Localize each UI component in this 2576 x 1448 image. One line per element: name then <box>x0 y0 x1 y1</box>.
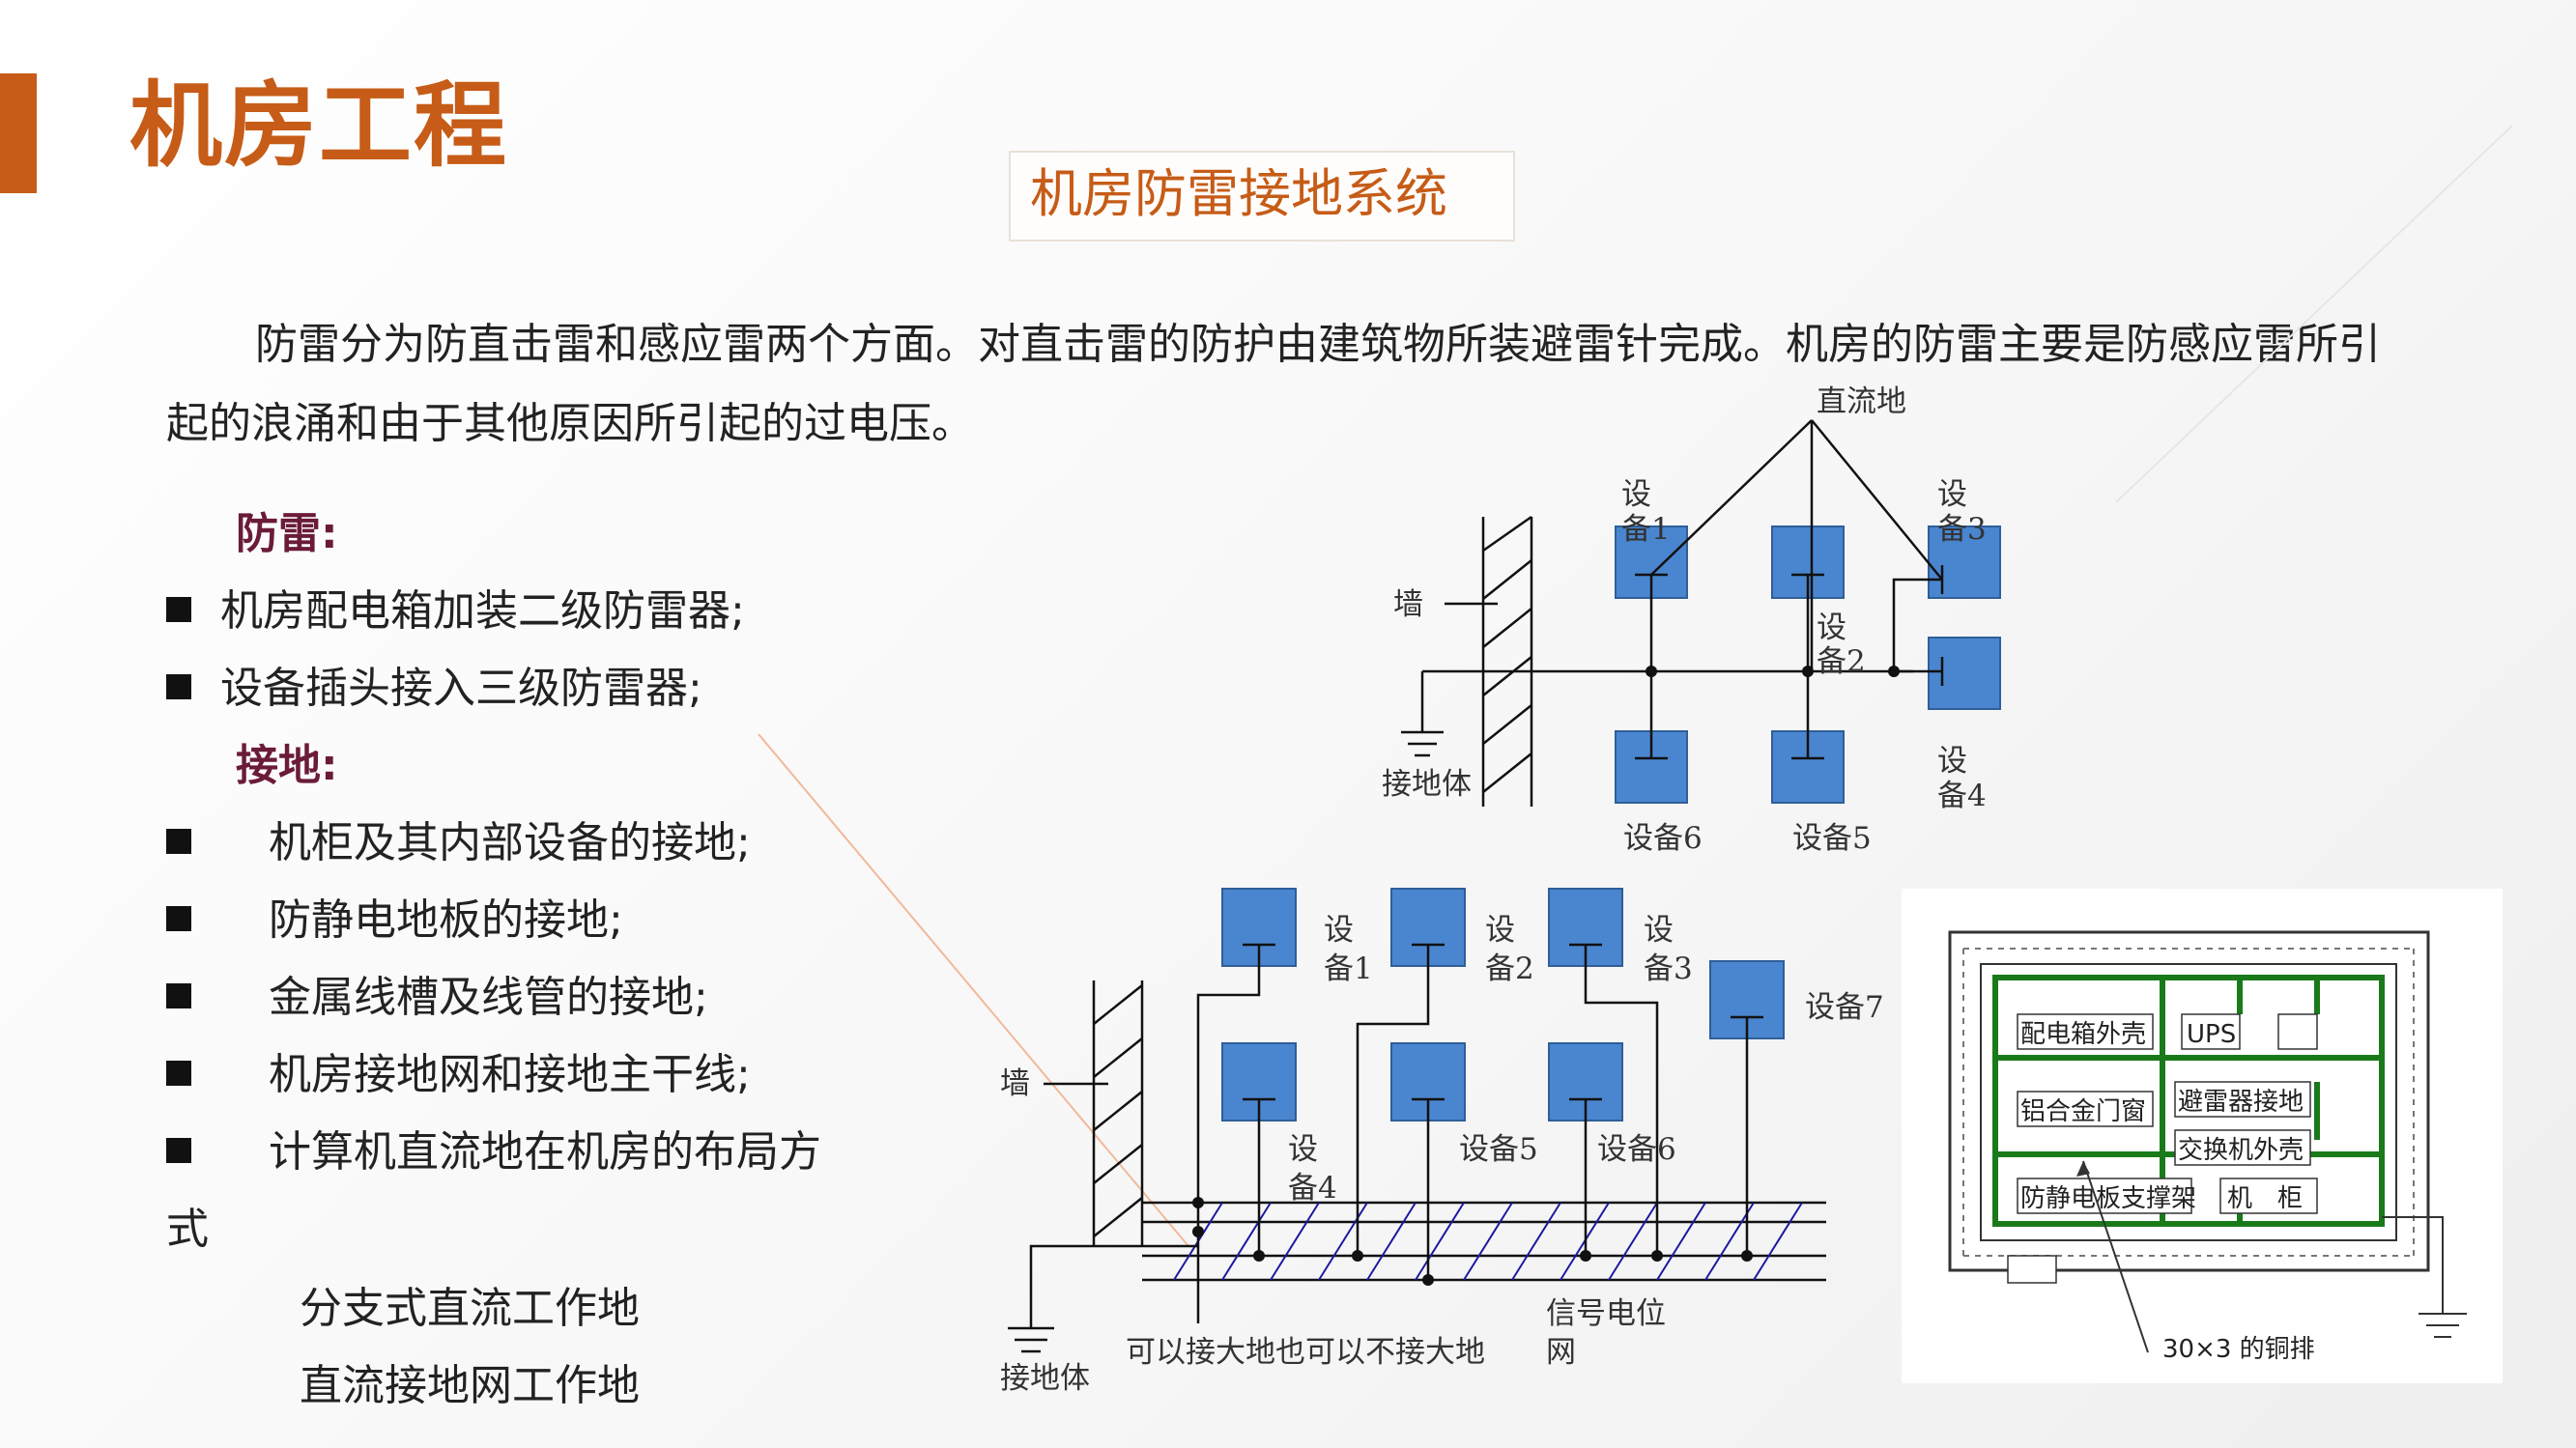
list-item-continuation: 式 <box>166 1205 209 1254</box>
dc-ground-diagram: 墙 接地体 直流地 设 备1 设 备3 设 备2 设 备4 设备6 设备5 <box>1382 384 2001 856</box>
room-cell-label: 交换机外壳 <box>2178 1136 2304 1165</box>
device-2-label: 备2 <box>1817 644 1866 679</box>
list-item: 计算机直流地在机房的布局方 <box>166 1117 821 1178</box>
signal-mesh <box>1142 1201 1826 1282</box>
dc-ground-label: 直流地 <box>1817 384 1906 419</box>
device-3-label: 设 <box>1937 477 1967 512</box>
room-cell-label: 铝合金门窗 <box>2020 1097 2146 1126</box>
wall-hatch <box>1481 515 1533 807</box>
device-1-label: 备1 <box>1621 512 1671 547</box>
device-4-label: 备4 <box>1288 1171 1337 1206</box>
device-6-label: 设备6 <box>1623 821 1703 856</box>
device-2-label: 设 <box>1817 610 1846 645</box>
sub-item: 直流接地网工作地 <box>300 1361 640 1410</box>
grounding-note: 可以接大地也可以不接大地 <box>1126 1335 1485 1370</box>
room-cell-label: 防静电板支撑架 <box>2020 1184 2196 1213</box>
device-4-label: 备4 <box>1937 779 1987 813</box>
device-5-label: 设备5 <box>1459 1132 1538 1167</box>
room-cell-label: 机 柜 <box>2227 1184 2303 1213</box>
sub-item: 分支式直流工作地 <box>300 1284 640 1333</box>
subtitle-frame <box>1009 151 1515 241</box>
device-2-label: 备2 <box>1485 951 1534 986</box>
device-1-label: 设 <box>1621 477 1651 512</box>
ground-label: 接地体 <box>1000 1361 1090 1396</box>
list-item: 机房接地网和接地主干线; <box>166 1039 751 1101</box>
device-1-label: 设 <box>1324 913 1354 948</box>
list-item: 机房配电箱加装二级防雷器; <box>166 576 745 638</box>
square-bullet-icon <box>166 1061 191 1086</box>
device-1-label: 备1 <box>1324 951 1373 986</box>
square-bullet-icon <box>166 829 191 854</box>
device-3-label: 备3 <box>1937 512 1987 547</box>
list-item: 机柜及其内部设备的接地; <box>166 808 751 869</box>
copper-bar-note: 30×3 的铜排 <box>2162 1335 2315 1364</box>
device-6-label: 设备6 <box>1597 1132 1676 1167</box>
device-1-box <box>1221 888 1297 967</box>
device-3-label: 备3 <box>1644 951 1693 986</box>
device-4-box <box>1928 637 2001 710</box>
square-bullet-icon <box>166 983 191 1008</box>
square-bullet-icon <box>166 906 191 931</box>
list-item: 设备插头接入三级防雷器; <box>166 653 702 715</box>
intro-paragraph: 防雷分为防直击雷和感应雷两个方面。对直击雷的防护由建筑物所装避雷针完成。机房的防… <box>166 320 2381 448</box>
device-5-label: 设备5 <box>1792 821 1872 856</box>
ground-label: 接地体 <box>1382 767 1472 802</box>
device-7-label: 设备7 <box>1805 990 1884 1025</box>
room-layout-diagram: 配电箱外壳 UPS 铝合金门窗 避雷器接地 交换机外壳 防静电板支撑架 机 柜 … <box>1948 930 2467 1364</box>
device-3-label: 设 <box>1644 913 1674 948</box>
signal-grid-diagram: 墙 接地体 可以接大地也可以不接大地 信号电位 网 <box>1000 888 1884 1396</box>
wall-hatch <box>1092 980 1144 1246</box>
socket-icon <box>2277 1013 2318 1050</box>
list-item: 金属线槽及线管的接地; <box>166 962 708 1024</box>
wall-label: 墙 <box>1000 1066 1030 1101</box>
device-2-label: 设 <box>1485 913 1515 948</box>
title-accent-bar <box>0 73 37 193</box>
section-heading-lightning: 防雷: <box>236 509 338 558</box>
device-4-label: 设 <box>1288 1132 1318 1167</box>
signal-grid-label: 信号电位 <box>1546 1296 1666 1331</box>
room-cell-label: UPS <box>2187 1020 2236 1049</box>
square-bullet-icon <box>166 597 191 622</box>
room-cell-label: 配电箱外壳 <box>2020 1020 2146 1049</box>
wall-label: 墙 <box>1393 587 1423 622</box>
device-4-label: 设 <box>1937 744 1967 779</box>
page-subtitle: 机房防雷接地系统 <box>1030 163 1447 224</box>
signal-grid-label: 网 <box>1546 1335 1576 1370</box>
room-cell-label: 避雷器接地 <box>2178 1088 2304 1117</box>
square-bullet-icon <box>166 674 191 699</box>
section-heading-grounding: 接地: <box>236 741 338 790</box>
list-item: 防静电地板的接地; <box>166 885 623 947</box>
page-title: 机房工程 <box>129 71 508 180</box>
square-bullet-icon <box>166 1138 191 1163</box>
